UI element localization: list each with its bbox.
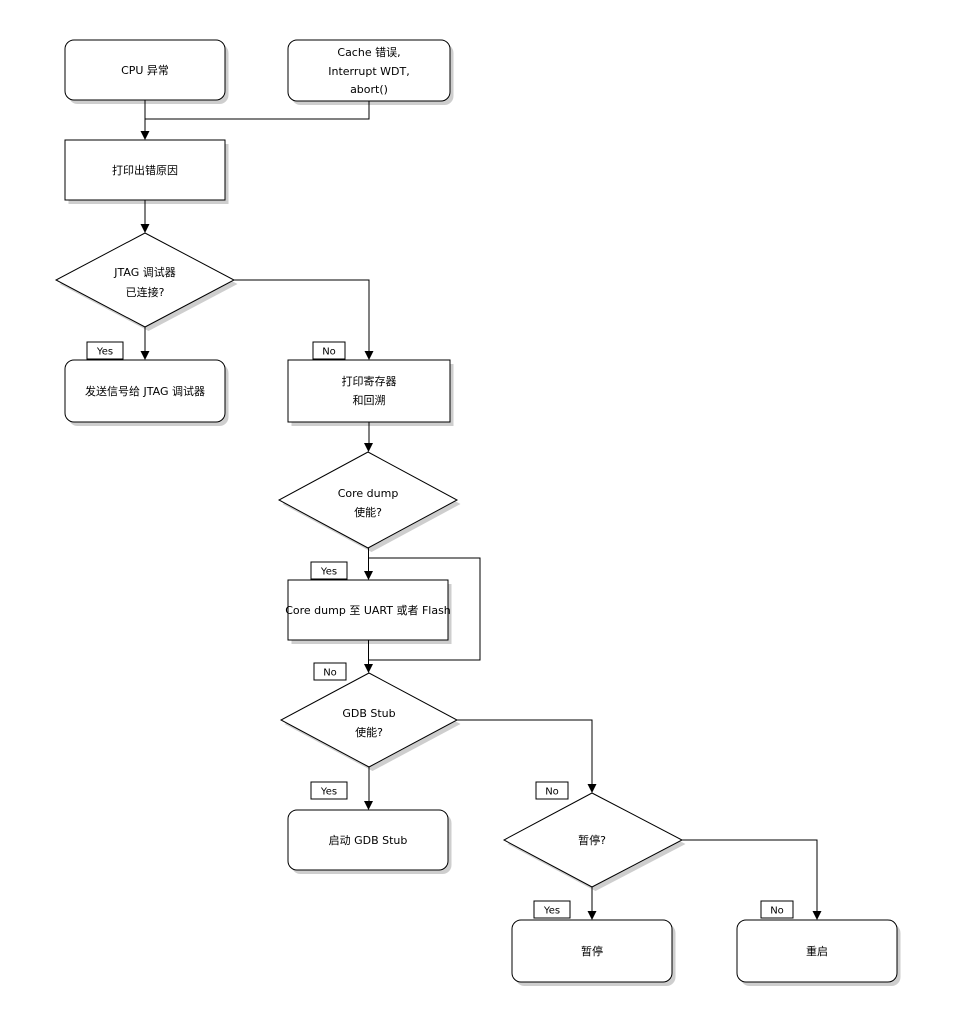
node-label: CPU 异常 [121, 64, 169, 77]
edge-label-text: No [322, 347, 336, 358]
node-halt-question: 暂停? [502, 792, 684, 888]
arrowhead [364, 801, 373, 810]
edge-jtag-no [234, 279, 370, 352]
node-reboot: 重启 [736, 919, 898, 983]
node-label: 启动 GDB Stub [329, 834, 408, 847]
node-core-dump-to-uart-flash: Core dump 至 UART 或者 Flash [285, 579, 451, 641]
edge-label-jtag-yes: Yes [86, 341, 124, 360]
edge-halt-no [682, 839, 818, 912]
arrowhead [140, 351, 150, 360]
node-start-gdb-stub: 启动 GDB Stub [287, 809, 449, 871]
arrowhead [812, 911, 822, 920]
arrowhead [140, 224, 150, 233]
edge-cache-merge [145, 101, 370, 120]
edge-label-gdbstub-no: No [535, 781, 569, 800]
node-core-dump-enabled: Core dump 使能? [277, 451, 459, 549]
node-label: 暂停? [578, 833, 606, 847]
node-send-signal-to-jtag: 发送信号给 JTAG 调试器 [64, 359, 226, 423]
edge-label-text: No [770, 906, 784, 917]
edge-label-text: No [323, 668, 337, 679]
arrowhead [364, 571, 373, 580]
arrowhead [587, 784, 597, 793]
edge-label-text: Yes [543, 906, 560, 917]
arrowhead [364, 664, 373, 673]
edge-label-halt-no: No [760, 900, 794, 919]
node-halt: 暂停 [511, 919, 673, 983]
node-label: 已连接? [126, 286, 165, 299]
node-cpu-exception: CPU 异常 [64, 39, 226, 101]
edge-gdbstub-no [457, 719, 593, 785]
edge-label-gdbstub-yes: Yes [310, 781, 348, 800]
node-label: 重启 [806, 944, 828, 958]
node-print-error-reason: 打印出错原因 [64, 139, 226, 201]
node-label: Interrupt WDT, [328, 65, 409, 78]
node-jtag-debugger-connected: JTAG 调试器 已连接? [54, 232, 236, 328]
node-label: 使能? [355, 725, 383, 739]
node-label: GDB Stub [342, 707, 395, 720]
edge-label-text: Yes [320, 567, 337, 578]
edge-label-coredump-yes: Yes [310, 561, 348, 580]
node-print-registers-backtrace: 打印寄存器 和回溯 [287, 359, 451, 423]
edge-label-halt-yes: Yes [533, 900, 571, 919]
node-label: 暂停 [581, 944, 603, 958]
node-label: 打印出错原因 [112, 163, 178, 177]
node-label: Core dump 至 UART 或者 Flash [285, 604, 451, 617]
node-label: JTAG 调试器 [113, 266, 175, 279]
edge-label-coredump-no: No [313, 662, 347, 681]
arrowhead [364, 351, 374, 360]
node-label: 和回溯 [353, 394, 386, 407]
edge-coredump-no-bypass [368, 557, 481, 661]
node-label: 发送信号给 JTAG 调试器 [85, 384, 205, 398]
node-label: 打印寄存器 [342, 374, 397, 388]
edge-layer [140, 100, 822, 920]
node-cache-error-wdt-abort: Cache 错误, Interrupt WDT, abort() [287, 39, 451, 102]
edge-label-text: Yes [96, 347, 113, 358]
node-label: abort() [350, 83, 388, 96]
arrowhead [587, 911, 597, 920]
edge-label-jtag-no: No [312, 341, 346, 360]
node-label: 使能? [354, 505, 382, 519]
node-gdb-stub-enabled: GDB Stub 使能? [279, 672, 459, 768]
node-label: Cache 错误, [337, 45, 400, 59]
arrowhead [364, 443, 373, 452]
node-label: Core dump [338, 487, 399, 500]
arrowhead [140, 131, 150, 140]
edge-label-text: Yes [320, 787, 337, 798]
edge-label-text: No [545, 787, 559, 798]
